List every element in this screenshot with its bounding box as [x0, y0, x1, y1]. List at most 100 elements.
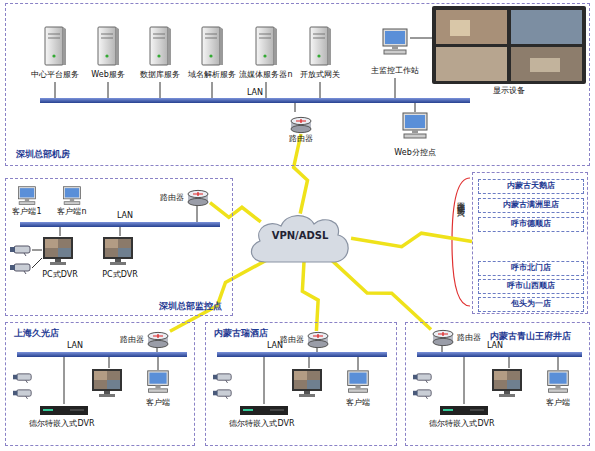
wire	[109, 357, 110, 368]
lan-bus	[40, 98, 470, 103]
lan-bus	[417, 352, 582, 357]
router-top	[308, 332, 328, 339]
router-node: 路由器	[431, 329, 455, 347]
monitor-icon	[92, 369, 122, 397]
pc-dvr-icon	[43, 237, 73, 265]
wire	[212, 82, 213, 98]
wire	[158, 357, 159, 370]
device-label: LAN	[67, 341, 83, 351]
dvr-icon	[40, 406, 88, 415]
node-label: 内蒙古瑞酒店	[214, 328, 268, 338]
wire	[395, 78, 396, 98]
lan-bus	[217, 352, 387, 357]
video-detail	[450, 20, 470, 36]
node-label: 路由器	[280, 335, 304, 344]
store-box: 包头为一店	[478, 297, 584, 312]
router-base	[291, 125, 311, 132]
wire	[295, 103, 296, 112]
lan-wires	[264, 348, 358, 404]
device-label: 客户端n	[57, 207, 86, 217]
node-label: 呼市德顺店	[479, 219, 583, 228]
wire	[558, 357, 559, 370]
server-icon	[310, 27, 331, 65]
node-label: 内蒙古满洲里店	[479, 200, 583, 209]
wire	[64, 357, 65, 404]
node-label: 上海久光店	[14, 328, 59, 338]
wire	[108, 82, 109, 98]
lightning-link	[351, 233, 472, 246]
store-box: 呼市德顺店	[478, 217, 584, 232]
video-tile	[436, 10, 507, 44]
device-label: 德尔特嵌入式DVR	[29, 419, 94, 429]
wire	[157, 348, 158, 352]
camera-icon	[213, 390, 231, 399]
lightning-link	[210, 203, 261, 222]
node-label: 呼市山西顺店	[479, 281, 583, 290]
video-tile	[511, 10, 582, 44]
store-box: 呼市山西顺店	[478, 279, 584, 294]
server-icon	[202, 27, 223, 65]
device-label: PC式DVR	[42, 270, 77, 280]
store-box: 内蒙古满洲里店	[478, 198, 584, 213]
device-label: LAN	[487, 341, 503, 351]
workstation-icon	[383, 29, 407, 54]
device-label: 开放式网关	[300, 70, 340, 80]
device-label: 域名解析服务	[188, 70, 236, 80]
node-label: 深圳总部机房	[16, 149, 70, 159]
camera-icon	[413, 390, 431, 399]
wire	[197, 206, 198, 222]
server-icon	[98, 27, 119, 65]
wire	[266, 82, 267, 98]
device-label: 主监控工作站	[371, 66, 419, 76]
router-icon	[289, 116, 313, 134]
group-box: 深圳总部监控点路由器	[5, 178, 233, 316]
wire	[120, 227, 121, 236]
router-arrows	[438, 332, 448, 336]
store-list-box: 全国连锁店的接入内蒙古天鹅店内蒙古满洲里店呼市德顺店呼市北门店呼市山西顺店包头为…	[472, 172, 588, 314]
device-label: 德尔特嵌入式DVR	[429, 419, 494, 429]
device-label: 显示设备	[493, 86, 525, 96]
device-label: PC式DVR	[102, 270, 137, 280]
lan-wires	[32, 206, 197, 268]
router-arrows	[153, 334, 163, 338]
dvr-icon	[240, 406, 288, 415]
lan-wires	[442, 346, 558, 404]
node-label: 路由器	[160, 193, 184, 202]
node-label: 内蒙古天鹅店	[479, 181, 583, 190]
wire	[358, 357, 359, 370]
node-label: 呼市北门店	[479, 263, 583, 272]
lan-bus	[17, 352, 187, 357]
router-top	[148, 332, 168, 339]
device-label: 客户端	[346, 398, 370, 408]
wire	[55, 82, 56, 98]
camera-icon	[10, 264, 30, 274]
pc-dvr-icon	[103, 237, 133, 265]
video-tile	[511, 47, 582, 81]
device-label: 中心平台服务	[31, 70, 79, 80]
lan-wires	[64, 348, 158, 404]
wire	[160, 82, 161, 98]
device-label: 客户端	[146, 398, 170, 408]
node-label: VPN/ADSL	[245, 230, 355, 242]
lan-bus	[20, 222, 220, 227]
device-label: LAN	[117, 211, 133, 221]
node-label: 路由器	[289, 134, 313, 143]
client-icon	[548, 371, 569, 392]
client-icon	[148, 371, 169, 392]
wire	[32, 258, 42, 268]
router-node: 路由器	[186, 189, 210, 207]
wire	[415, 103, 416, 112]
router-top	[291, 117, 311, 124]
router-arrows	[296, 119, 306, 123]
wire	[60, 227, 61, 236]
router-node: 路由器	[146, 331, 170, 349]
router-icon	[431, 329, 455, 347]
dvr-icon	[440, 406, 488, 415]
wire	[410, 38, 432, 39]
client-icon	[348, 371, 369, 392]
wire	[264, 357, 265, 404]
wire	[309, 357, 310, 368]
router-arrows	[313, 334, 323, 338]
